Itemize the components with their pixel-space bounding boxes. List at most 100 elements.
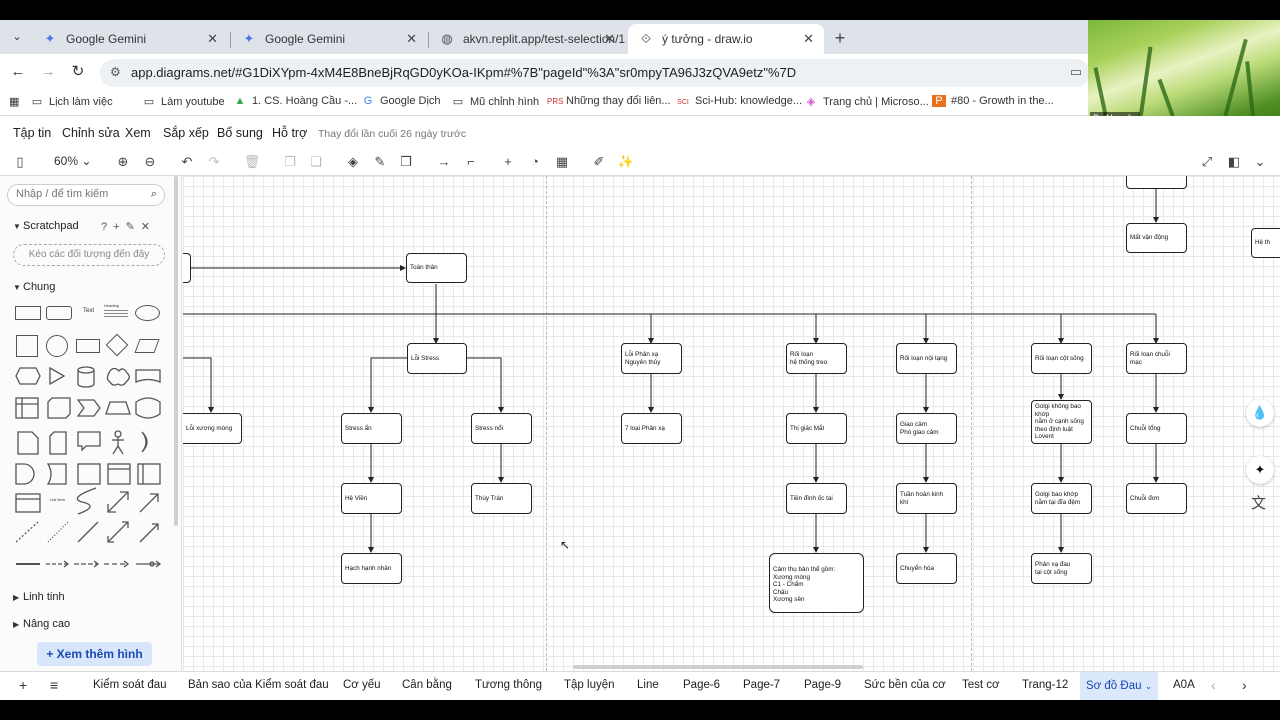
page-tab-co-yeu[interactable]: Cơ yếu [343,679,381,691]
tab-search-icon[interactable]: ⌄ [12,31,22,43]
undo-icon[interactable]: ↶ [181,154,193,169]
delete-icon[interactable]: 🗑 [243,154,261,169]
diagram-canvas[interactable]: Toàn thân Mất vận động Hệ th Lỗi Stress … [183,176,1280,671]
node-roi-loan-noi-tang[interactable]: Rối loạn nội tạng [896,343,957,374]
help-icon[interactable]: ? [101,221,114,233]
shape-rounded-rectangle[interactable] [46,306,72,320]
advanced-header[interactable]: ▶Nâng cao [13,618,71,630]
ai-sparkle-icon[interactable]: ✦ [1246,456,1274,484]
node-roi-loan-chuoi-mac[interactable]: Rối loạn chuỗi mạc [1126,343,1187,374]
connection-icon[interactable]: → [437,154,451,169]
shadow-icon[interactable]: ❒ [400,154,412,169]
freehand-icon[interactable]: ✐ [593,154,605,169]
redo-icon[interactable]: ↷ [208,154,220,169]
node-he-vien[interactable]: Hệ Viền [341,483,402,514]
node-loi-stress[interactable]: Lỗi Stress [407,343,467,374]
shape-search-input[interactable] [16,188,136,200]
page-tab-so-do-dau[interactable]: Sơ đồ Đau ⌄ [1080,672,1159,700]
node-giao-cam[interactable]: Giao cảm Phó giao cảm [896,413,957,444]
menu-extras[interactable]: Bổ sung [217,126,263,140]
shape-text[interactable]: Text [83,308,95,314]
scratchpad-tools[interactable]: ?+✎✕ [101,220,156,233]
node-loi-xuong-mong[interactable]: Lỗi xương móng [183,413,242,444]
chevron-down-icon[interactable]: ⌄ [1144,681,1153,691]
node-roi-loan-cot-song[interactable]: Rối loạn cột sống [1031,343,1092,374]
shapes-icon[interactable]: ◔ [531,154,539,169]
page-tab-trang-12[interactable]: Trang-12 [1022,679,1069,691]
node-cam-thu-ban-the[interactable]: Cảm thụ bản thể gồm: Xương móng C1 - Chẩ… [769,553,864,613]
bookmark-lich-lam-viec[interactable]: ▭Lịch làm việc [31,96,113,108]
bookmark-mu-chinh-hinh[interactable]: ▭Mũ chỉnh hình [452,96,540,108]
node-phan-xa-dau[interactable]: Phản xạ đau tại cột sống [1031,553,1092,584]
node-stress-noi[interactable]: Stress nổi [471,413,532,444]
browser-tab-replit[interactable]: ◍ akvn.replit.app/test-selection/1 ✕ [429,24,625,54]
bookmark-trang-chu-microsoft[interactable]: ◈Trang chủ | Microso... [804,95,929,108]
node-golgi-khong-bao-khop[interactable]: Golgi không bao khớp nằm ở cạnh sống the… [1031,400,1092,444]
shape-parallelogram[interactable] [134,339,160,353]
page-tab-tap-luyen[interactable]: Tập luyện [564,679,615,691]
scroll-left-icon[interactable]: ‹ [1211,677,1216,693]
node-chuoi-tong[interactable]: Chuỗi tổng [1126,413,1187,444]
close-tab-icon[interactable]: ✕ [207,31,218,46]
zoom-in-icon[interactable]: ⊕ [117,154,129,169]
menu-file[interactable]: Tập tin [13,126,52,140]
add-icon[interactable]: + [113,221,126,233]
node-stress-an[interactable]: Stress ẩn [341,413,402,444]
shape-square[interactable] [16,335,38,357]
page-tab-can-bang[interactable]: Cân bằng [402,679,452,691]
node-chuyen-hoa[interactable]: Chuyển hóa [896,553,957,584]
cast-icon[interactable]: ▭ [1069,64,1082,79]
more-shapes-button[interactable]: + Xem thêm hình [37,642,152,666]
split-view-icon[interactable]: ◧ [1227,154,1241,169]
node-mat-van-dong[interactable]: Mất vận động [1126,223,1187,253]
page-tab-ban-sao[interactable]: Bản sao của Kiểm soát đau [188,679,329,691]
bookmark-growth[interactable]: P#80 - Growth in the... [932,95,1054,107]
line-color-icon[interactable]: ✎ [374,154,386,169]
shape-search[interactable]: ⌕ [7,184,165,206]
forward-icon[interactable]: → [40,63,56,80]
waypoints-icon[interactable]: ⌐ [467,154,475,169]
browser-tab-gemini-1[interactable]: ✦ Google Gemini ✕ [32,24,228,54]
edit-icon[interactable]: ✎ [125,221,141,233]
search-icon[interactable]: ⌕ [150,188,157,200]
magic-icon[interactable]: ✨ [617,154,635,169]
menu-help[interactable]: Hỗ trợ [272,126,308,140]
add-page-icon[interactable]: + [19,677,28,693]
misc-header[interactable]: ▶Linh tinh [13,591,65,603]
assistant-drop-icon[interactable]: 💧 [1246,399,1274,427]
to-front-icon[interactable]: ❐ [284,154,296,169]
address-bar[interactable]: ⚙ app.diagrams.net/#G1DiXYpm-4xM4E8BneBj… [100,59,1090,87]
page-tab-a0a[interactable]: A0A [1173,679,1195,691]
scroll-right-icon[interactable]: › [1242,677,1247,693]
last-change-note[interactable]: Thay đổi lần cuối 26 ngày trước [318,128,467,140]
collapse-icon[interactable]: ⌄ [1254,154,1266,169]
insert-icon[interactable]: + [504,154,512,169]
format-panel-toggle-icon[interactable]: ▯ [16,154,24,169]
browser-tab-gemini-2[interactable]: ✦ Google Gemini ✕ [231,24,427,54]
node-toan-than[interactable]: Toàn thân [406,253,467,283]
translate-icon[interactable]: 文 [1251,495,1267,512]
reload-icon[interactable]: ↻ [71,63,85,80]
diagram-node-partial-left[interactable] [183,253,191,283]
to-back-icon[interactable]: ❏ [310,154,322,169]
diagram-node-partial-top[interactable] [1126,176,1187,189]
node-tuan-hoan-kinh-khi[interactable]: Tuần hoàn kinh khí [896,483,957,514]
page-tab-suc-ben[interactable]: Sức bền của cơ [864,679,946,691]
fill-color-icon[interactable]: ◈ [348,154,358,169]
shape-diamond[interactable] [105,333,129,357]
node-7-loai-phan-xa[interactable]: 7 loại Phản xạ [621,413,682,444]
node-thuy-tran[interactable]: Thùy Trán [471,483,532,514]
node-tien-dinh-oc-tai[interactable]: Tiền đình ốc tai [786,483,847,514]
sidebar-scrollbar[interactable] [174,176,178,526]
node-partial-right[interactable]: Hệ th [1251,228,1280,258]
apps-icon[interactable]: ▦ [9,96,20,108]
node-loi-phan-xa[interactable]: Lỗi Phản xạ Nguyên thủy [621,343,682,374]
page-tab-tuong-thong[interactable]: Tương thông [475,679,543,691]
table-icon[interactable]: ▦ [555,154,569,169]
shape-textbox[interactable]: Heading [104,303,128,321]
scratchpad-dropzone[interactable]: Kéo các đối tượng đến đây [13,244,165,266]
bookmark-cs-hoang-cau[interactable]: ▲1. CS. Hoàng Cầu -... [234,95,358,107]
